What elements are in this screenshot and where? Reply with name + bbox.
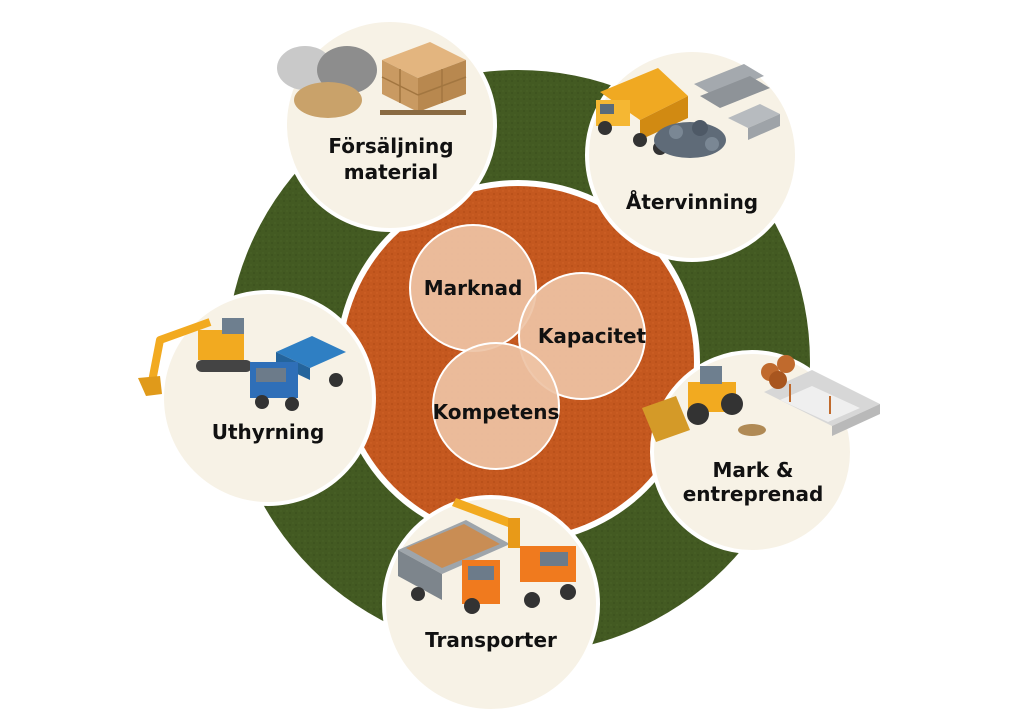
excavator-truck-icon bbox=[138, 318, 346, 411]
materials-pallets-icon bbox=[277, 42, 467, 118]
service-label-uthyrning: Uthyrning bbox=[212, 420, 325, 444]
venn-label-marknad: Marknad bbox=[424, 276, 523, 300]
service-mark: Mark & entreprenad bbox=[642, 350, 880, 554]
wheel-loader-foundation-icon bbox=[642, 355, 880, 442]
service-label-transporter: Transporter bbox=[425, 628, 557, 652]
venn-diagram: Marknad Kapacitet Kompetens bbox=[409, 224, 647, 470]
venn-label-kompetens: Kompetens bbox=[433, 400, 560, 424]
service-label-forsaljning-line2: material bbox=[344, 160, 439, 184]
service-forsaljning: Försäljning material bbox=[277, 18, 497, 232]
service-transporter: Transporter bbox=[382, 495, 600, 713]
service-label-mark-line1: Mark & bbox=[713, 458, 794, 482]
service-uthyrning: Uthyrning bbox=[138, 290, 376, 506]
venn-circle-kompetens bbox=[432, 342, 560, 470]
crane-truck-icon bbox=[398, 498, 576, 614]
service-atervinning: Återvinning bbox=[585, 48, 799, 262]
venn-circle-kapacitet bbox=[518, 272, 646, 400]
service-label-atervinning: Återvinning bbox=[626, 190, 758, 214]
service-label-forsaljning-line1: Försäljning bbox=[328, 134, 453, 158]
service-label-mark-line2: entreprenad bbox=[683, 482, 824, 506]
venn-label-kapacitet: Kapacitet bbox=[538, 324, 647, 348]
dump-truck-recycling-icon bbox=[596, 64, 780, 158]
